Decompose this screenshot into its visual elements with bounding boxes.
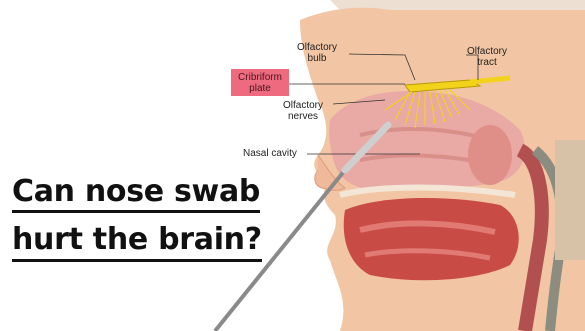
label-olfactory-nerves-line1: Olfactory xyxy=(283,100,323,111)
label-nasal-cavity: Nasal cavity xyxy=(243,148,297,159)
headline-line2: hurt the brain? xyxy=(12,222,262,257)
label-cribriform-plate: Cribriform plate xyxy=(231,69,289,96)
label-olfactory-tract: Olfactory tract xyxy=(467,46,507,68)
headline-line1-text: Can nose swab xyxy=(12,174,260,209)
label-cribriform-line2: plate xyxy=(231,83,289,94)
label-olfactory-bulb-line1: Olfactory xyxy=(297,42,337,53)
label-cribriform-line1: Cribriform xyxy=(231,72,289,83)
label-olfactory-bulb: Olfactory bulb xyxy=(297,42,337,64)
headline-line2-underline xyxy=(12,259,262,262)
label-olfactory-nerves: Olfactory nerves xyxy=(283,100,323,122)
headline-line1: Can nose swab xyxy=(12,174,260,209)
label-olfactory-nerves-line2: nerves xyxy=(283,111,323,122)
vertebra xyxy=(555,140,585,260)
label-olfactory-bulb-line2: bulb xyxy=(297,53,337,64)
oral-cavity xyxy=(344,198,519,280)
label-olfactory-tract-line1: Olfactory xyxy=(467,46,507,57)
headline-line2-text: hurt the brain? xyxy=(12,222,262,257)
headline-line1-underline xyxy=(12,210,260,213)
sinus xyxy=(468,125,512,185)
label-olfactory-tract-line2: tract xyxy=(467,57,507,68)
